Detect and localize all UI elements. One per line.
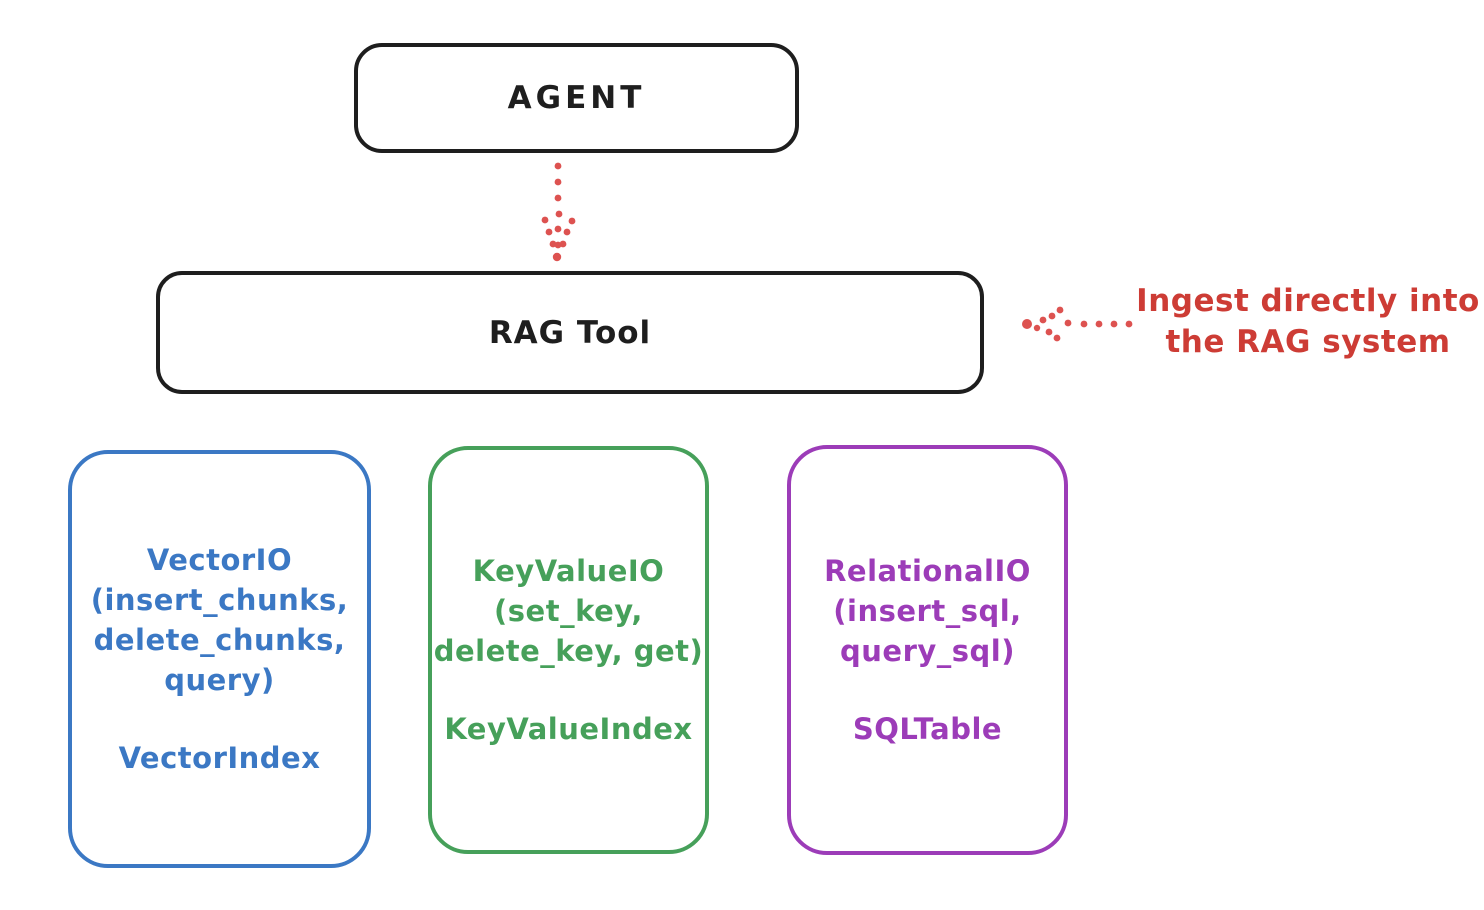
keyvalueio-line-3: delete_key, get) — [433, 634, 704, 668]
ingest-annotation: Ingest directly into the RAG system — [1130, 281, 1484, 363]
relationalio-line-2: (insert_sql, — [833, 594, 1022, 628]
node-keyvalueio: KeyValueIO (set_key, delete_key, get) Ke… — [428, 446, 709, 854]
node-vectorio: VectorIO (insert_chunks, delete_chunks, … — [68, 450, 371, 868]
node-rag-tool: RAG Tool — [156, 271, 984, 394]
agent-label: AGENT — [507, 80, 646, 116]
vectorio-line-4: query) — [164, 663, 275, 697]
vectorio-line-3: delete_chunks, — [93, 623, 346, 657]
vectorio-line-1: VectorIO — [146, 543, 293, 577]
dotted-arrow-left-icon — [1022, 306, 1133, 342]
node-relationalio: RelationalIO (insert_sql, query_sql) SQL… — [787, 445, 1068, 855]
keyvalueio-line-1: KeyValueIO — [472, 554, 665, 588]
rag-tool-label: RAG Tool — [488, 314, 652, 351]
sql-table-label: SQLTable — [852, 712, 1003, 746]
relationalio-line-1: RelationalIO — [824, 554, 1031, 588]
ingest-annotation-line-2: the RAG system — [1165, 324, 1451, 360]
relationalio-line-3: query_sql) — [840, 634, 1015, 668]
vectorio-line-2: (insert_chunks, — [90, 583, 349, 617]
dotted-arrow-down-icon — [541, 162, 576, 262]
ingest-annotation-line-1: Ingest directly into — [1136, 283, 1480, 319]
keyvalueio-line-2: (set_key, — [494, 594, 643, 628]
vector-index-label: VectorIndex — [118, 741, 321, 775]
keyvalue-index-label: KeyValueIndex — [444, 712, 693, 746]
node-agent: AGENT — [354, 43, 799, 153]
